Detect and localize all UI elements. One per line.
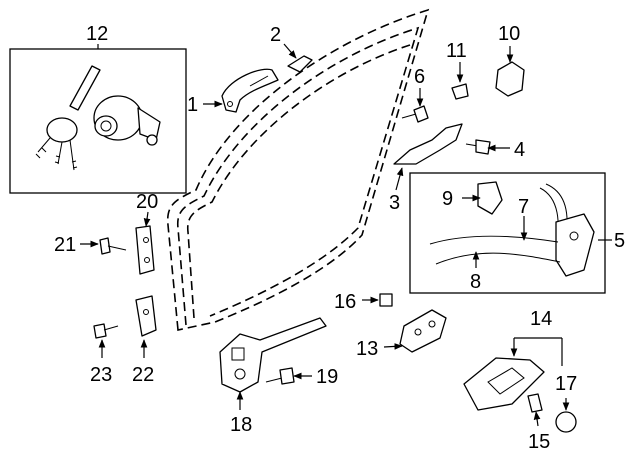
key-and-cylinder-icon <box>35 65 161 171</box>
lock-bracket-icon <box>393 123 463 165</box>
callout-2: 2 <box>270 24 281 46</box>
handle-cap-icon <box>287 55 313 73</box>
leader-lines <box>80 43 612 427</box>
lower-hinge-icon <box>135 295 157 337</box>
door-check-icon <box>219 317 327 393</box>
callout-13: 13 <box>356 338 378 360</box>
callout-19: 19 <box>316 366 338 388</box>
screw-15-icon <box>527 393 543 413</box>
callout-3: 3 <box>389 192 400 214</box>
bolt-4-icon <box>465 139 491 155</box>
callout-18: 18 <box>230 414 252 436</box>
callout-8: 8 <box>470 271 481 293</box>
bolt-21-icon <box>99 237 127 255</box>
callout-16: 16 <box>334 291 356 313</box>
bolt-23-icon <box>93 323 119 339</box>
callout-1: 1 <box>187 94 198 116</box>
callout-6: 6 <box>414 66 425 88</box>
callout-14: 14 <box>530 308 552 330</box>
inside-handle-bracket-icon <box>399 309 447 353</box>
clip-16-icon <box>379 293 393 307</box>
outside-door-handle-icon <box>221 68 279 113</box>
callout-17: 17 <box>555 373 577 395</box>
callout-21: 21 <box>54 234 76 256</box>
callout-7: 7 <box>518 196 529 218</box>
striker-icon <box>495 61 525 97</box>
callout-9: 9 <box>442 188 453 210</box>
callout-20: 20 <box>136 191 158 213</box>
callout-22: 22 <box>132 364 154 386</box>
callout-11: 11 <box>446 40 467 62</box>
callout-15: 15 <box>528 431 550 453</box>
bolt-11-icon <box>451 83 469 100</box>
door-outline <box>166 8 430 331</box>
callout-12: 12 <box>86 23 108 45</box>
latch-assembly-frame <box>409 172 606 294</box>
door-latch-and-cables-icon <box>429 181 595 277</box>
bolt-19-icon <box>265 367 295 385</box>
callout-10: 10 <box>498 23 520 45</box>
callout-23: 23 <box>90 364 112 386</box>
handle-cap-17-icon <box>555 411 577 433</box>
bolt-6-icon <box>401 105 429 123</box>
upper-hinge-icon <box>135 225 155 275</box>
callout-4: 4 <box>514 139 525 161</box>
callout-5: 5 <box>614 230 625 252</box>
inside-door-handle-icon <box>463 357 545 411</box>
